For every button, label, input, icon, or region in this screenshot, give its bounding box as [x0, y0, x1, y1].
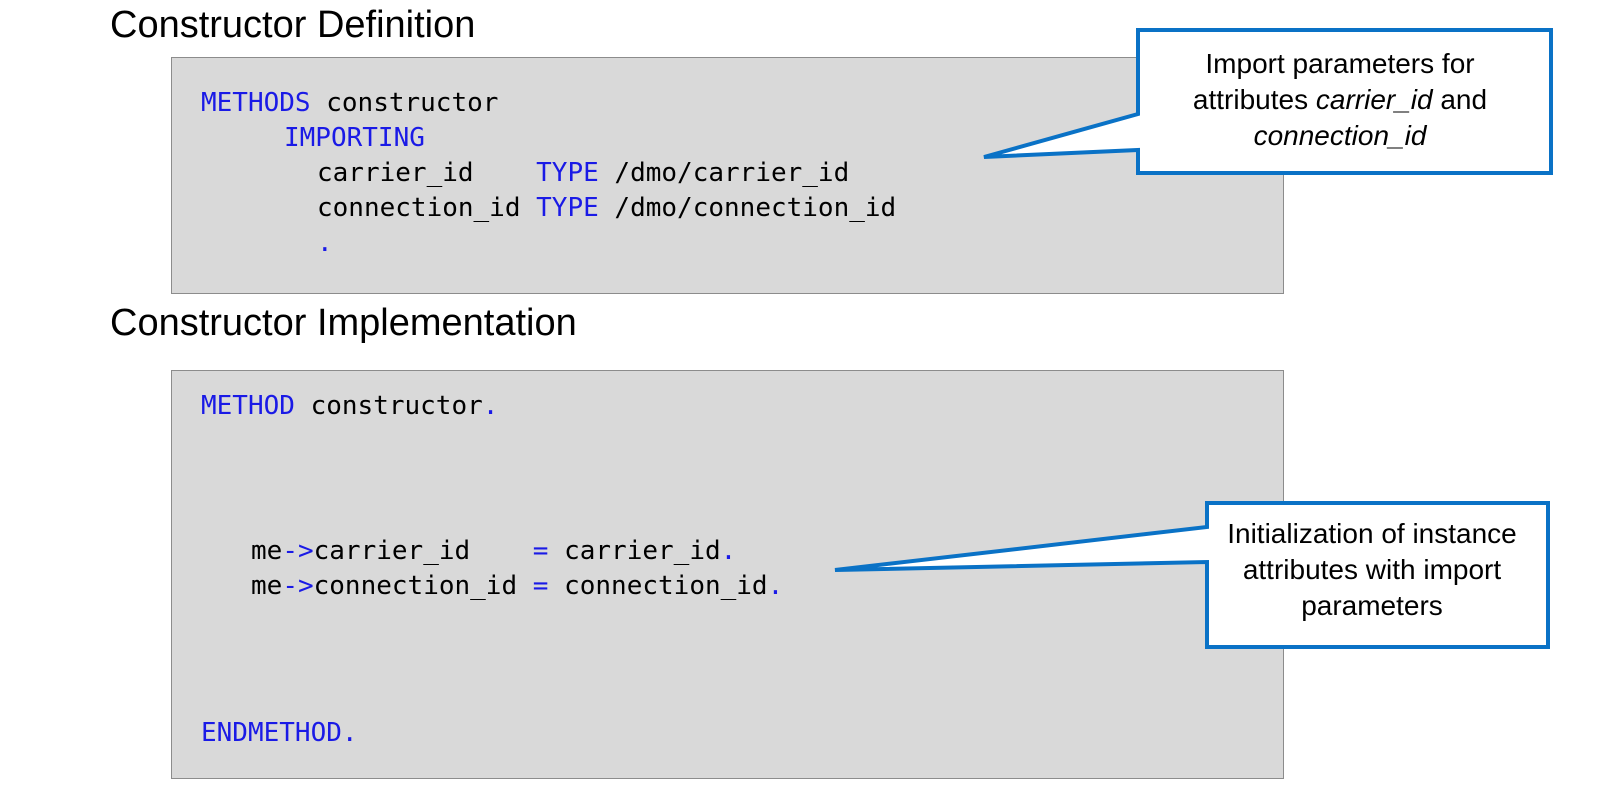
method-name: constructor [294, 391, 483, 421]
callout-init-text: Initialization of instance attributes wi… [1202, 516, 1542, 624]
callout-line: connection_id [1253, 120, 1427, 151]
equals-operator: = [532, 571, 549, 601]
code-line-param-connection: connection_id TYPE /dmo/connection_id [317, 190, 896, 226]
code-line-endmethod: ENDMETHOD. [201, 715, 358, 751]
period: . [720, 536, 737, 566]
me-ref: me [251, 571, 283, 601]
keyword: METHOD [201, 391, 295, 421]
param-type: /dmo/carrier_id [598, 158, 850, 188]
me-ref: me [251, 536, 283, 566]
attribute-name: connection_id [313, 571, 533, 601]
definition-heading: Constructor Definition [110, 4, 476, 46]
param-name: carrier_id [317, 158, 537, 188]
method-name: constructor [310, 88, 499, 118]
implementation-code-box: METHOD constructor. me->carrier_id = car… [171, 370, 1284, 779]
period: . [317, 228, 333, 258]
param-type: /dmo/connection_id [598, 193, 897, 223]
code-line-method: METHOD constructor. [201, 388, 498, 424]
code-line-period: . [317, 225, 333, 261]
equals-operator: = [532, 536, 549, 566]
period: . [767, 571, 784, 601]
code-line-param-carrier: carrier_id TYPE /dmo/carrier_id [317, 155, 849, 191]
value-name: carrier_id [548, 536, 721, 566]
param-name: connection_id [317, 193, 537, 223]
keyword: TYPE [536, 158, 599, 188]
code-line-importing: IMPORTING [284, 120, 425, 156]
arrow-operator: -> [282, 571, 314, 601]
callout-import-text: Import parameters for attributes carrier… [1134, 46, 1546, 154]
callout-line: Initialization of instance [1227, 518, 1517, 549]
callout-init-shape [834, 501, 1550, 649]
callout-import-shape [983, 28, 1553, 175]
code-line-assign-connection: me->connection_id = connection_id. [251, 568, 783, 604]
code-line-assign-carrier: me->carrier_id = carrier_id. [251, 533, 736, 569]
keyword: METHODS [201, 88, 311, 118]
definition-code-box: METHODS constructor IMPORTING carrier_id… [171, 57, 1284, 294]
arrow-operator: -> [282, 536, 314, 566]
callout-line: attributes with import [1242, 554, 1502, 585]
callout-line: attributes carrier_id and [1192, 84, 1488, 115]
callout-line: parameters [1301, 590, 1443, 621]
period: . [482, 391, 499, 421]
keyword: ENDMETHOD. [201, 718, 358, 748]
keyword: IMPORTING [284, 123, 425, 153]
code-line-methods: METHODS constructor [201, 85, 498, 121]
attribute-name: carrier_id [313, 536, 533, 566]
keyword: TYPE [536, 193, 599, 223]
implementation-heading: Constructor Implementation [110, 302, 577, 344]
value-name: connection_id [548, 571, 768, 601]
callout-line: Import parameters for [1205, 48, 1475, 79]
